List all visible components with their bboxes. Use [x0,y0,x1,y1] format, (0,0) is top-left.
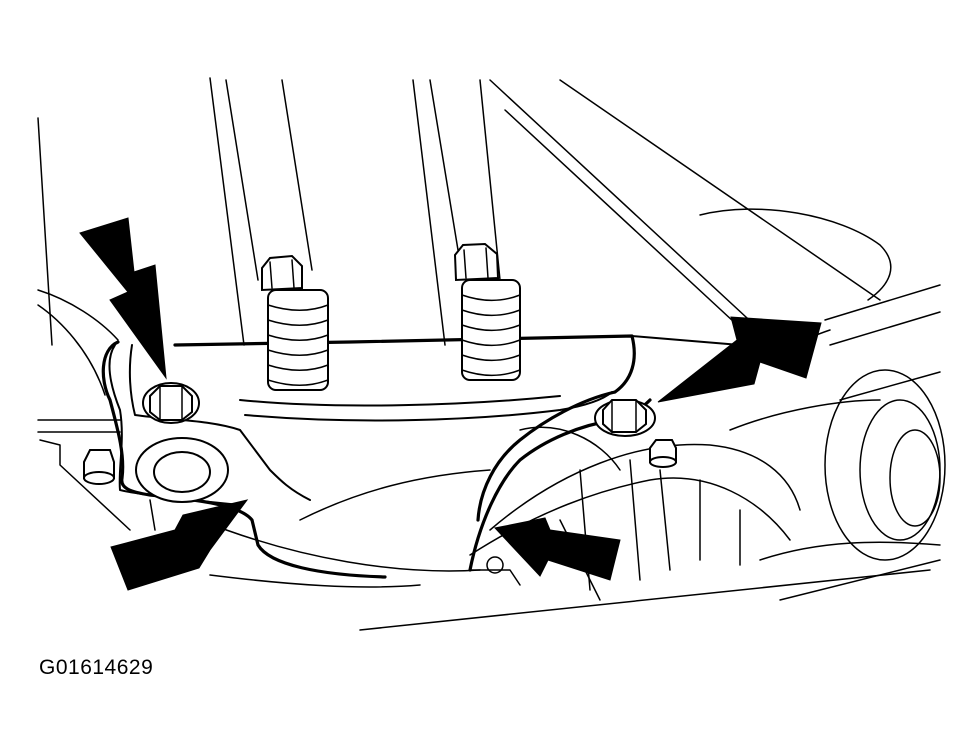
arrow-icon [494,517,621,581]
left-bolt [142,382,200,424]
arrow-icon [110,499,249,591]
left-stud [261,254,329,391]
dowel-pin-left [83,449,115,485]
engine-block-outline [37,77,946,631]
arrow-icon [657,316,822,403]
callout-arrows [79,217,822,591]
right-stud [453,242,521,381]
dowel-pin-right [649,439,677,468]
cover-plate [173,334,741,422]
bracket [101,340,652,579]
arrow-icon [79,217,167,380]
figure-id-label: G01614629 [39,656,154,679]
bracket-bushing [135,437,229,503]
right-bolt [594,399,656,437]
